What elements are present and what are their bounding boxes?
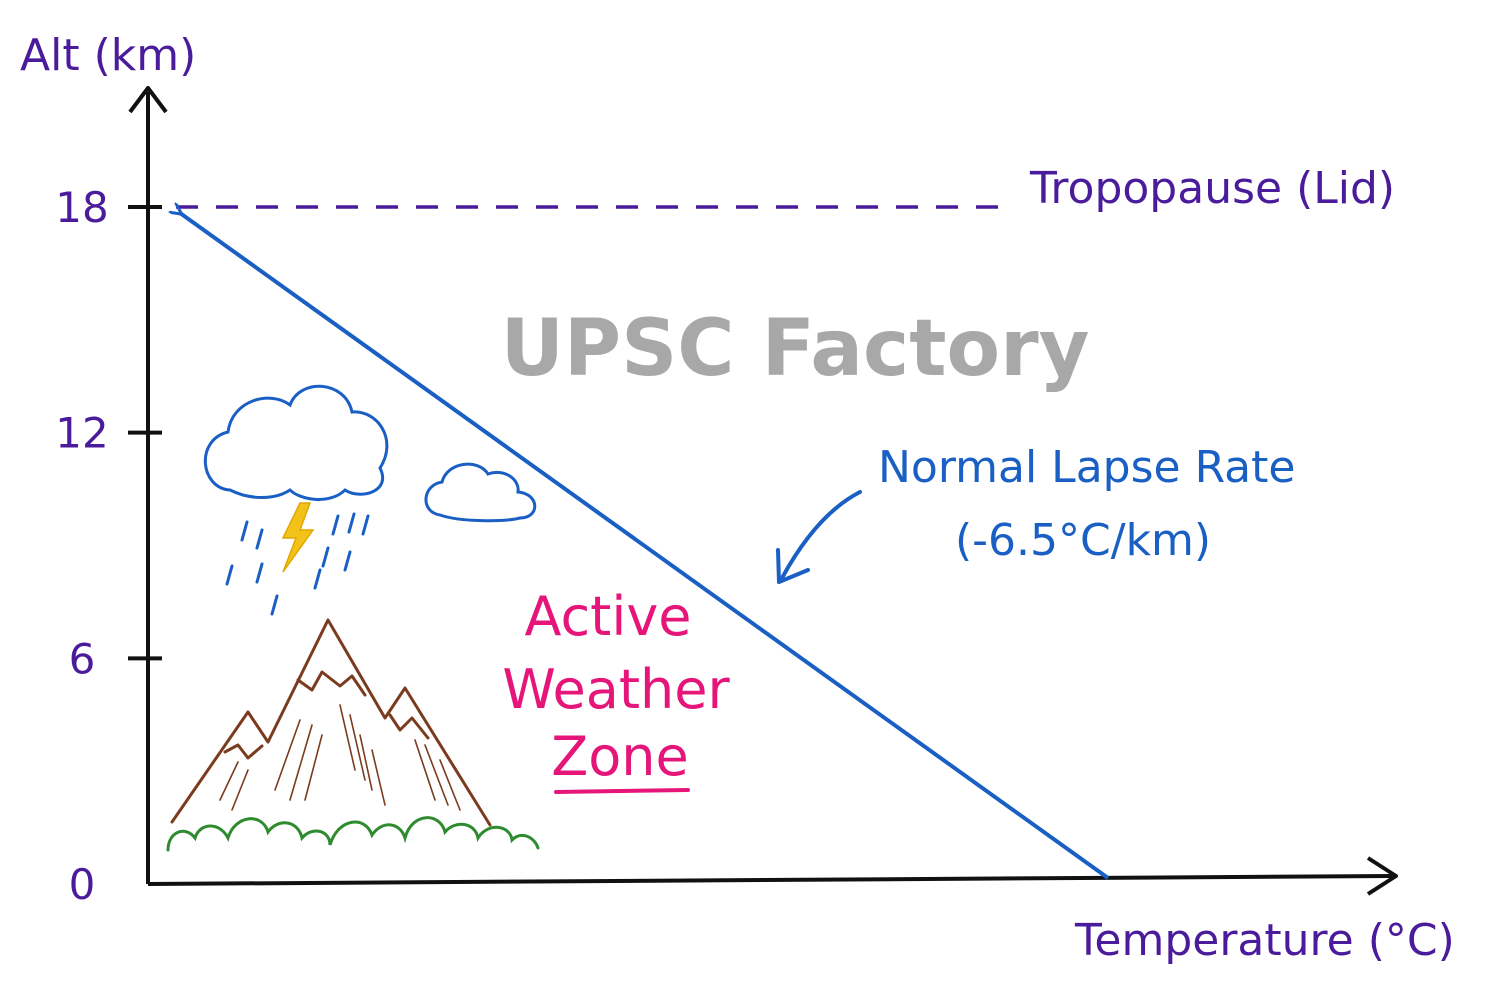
y-tick-label: 0: [69, 860, 96, 909]
lapse-rate-pointer-arrow: [780, 490, 862, 580]
y-tick-label: 6: [69, 634, 96, 683]
lapse-rate-pointer-head: [776, 548, 810, 584]
zone-label-weather: Weather: [502, 658, 730, 721]
zone-underline: [554, 788, 690, 794]
mountain-icon: [170, 618, 492, 827]
tropopause-label: Tropopause (Lid): [1029, 163, 1395, 214]
small-cloud-icon: [424, 462, 537, 523]
lapse-rate-line: [180, 213, 1110, 880]
y-tick-label: 12: [55, 409, 108, 458]
cloud-icon: [203, 384, 389, 501]
rain-icon: [225, 512, 370, 616]
lightning-icon: [281, 502, 315, 573]
x-axis-title: Temperature (°C): [1074, 915, 1455, 966]
axes: [128, 86, 1398, 896]
y-tick-label: 18: [55, 183, 108, 232]
y-axis-arrow: [128, 86, 168, 114]
x-axis-arrow: [1366, 856, 1398, 896]
y-axis-title: Alt (km): [20, 30, 196, 81]
x-axis: [147, 874, 1393, 886]
zone-label-zone: Zone: [551, 725, 688, 788]
y-ticks: 0 6 12 18: [55, 183, 162, 909]
zone-label-active: Active: [524, 585, 691, 648]
watermark: UPSC Factory: [501, 304, 1090, 394]
bushes-icon: [166, 816, 540, 852]
lapse-rate-label: Normal Lapse Rate: [878, 442, 1295, 493]
lapse-rate-value: (-6.5°C/km): [955, 515, 1211, 566]
